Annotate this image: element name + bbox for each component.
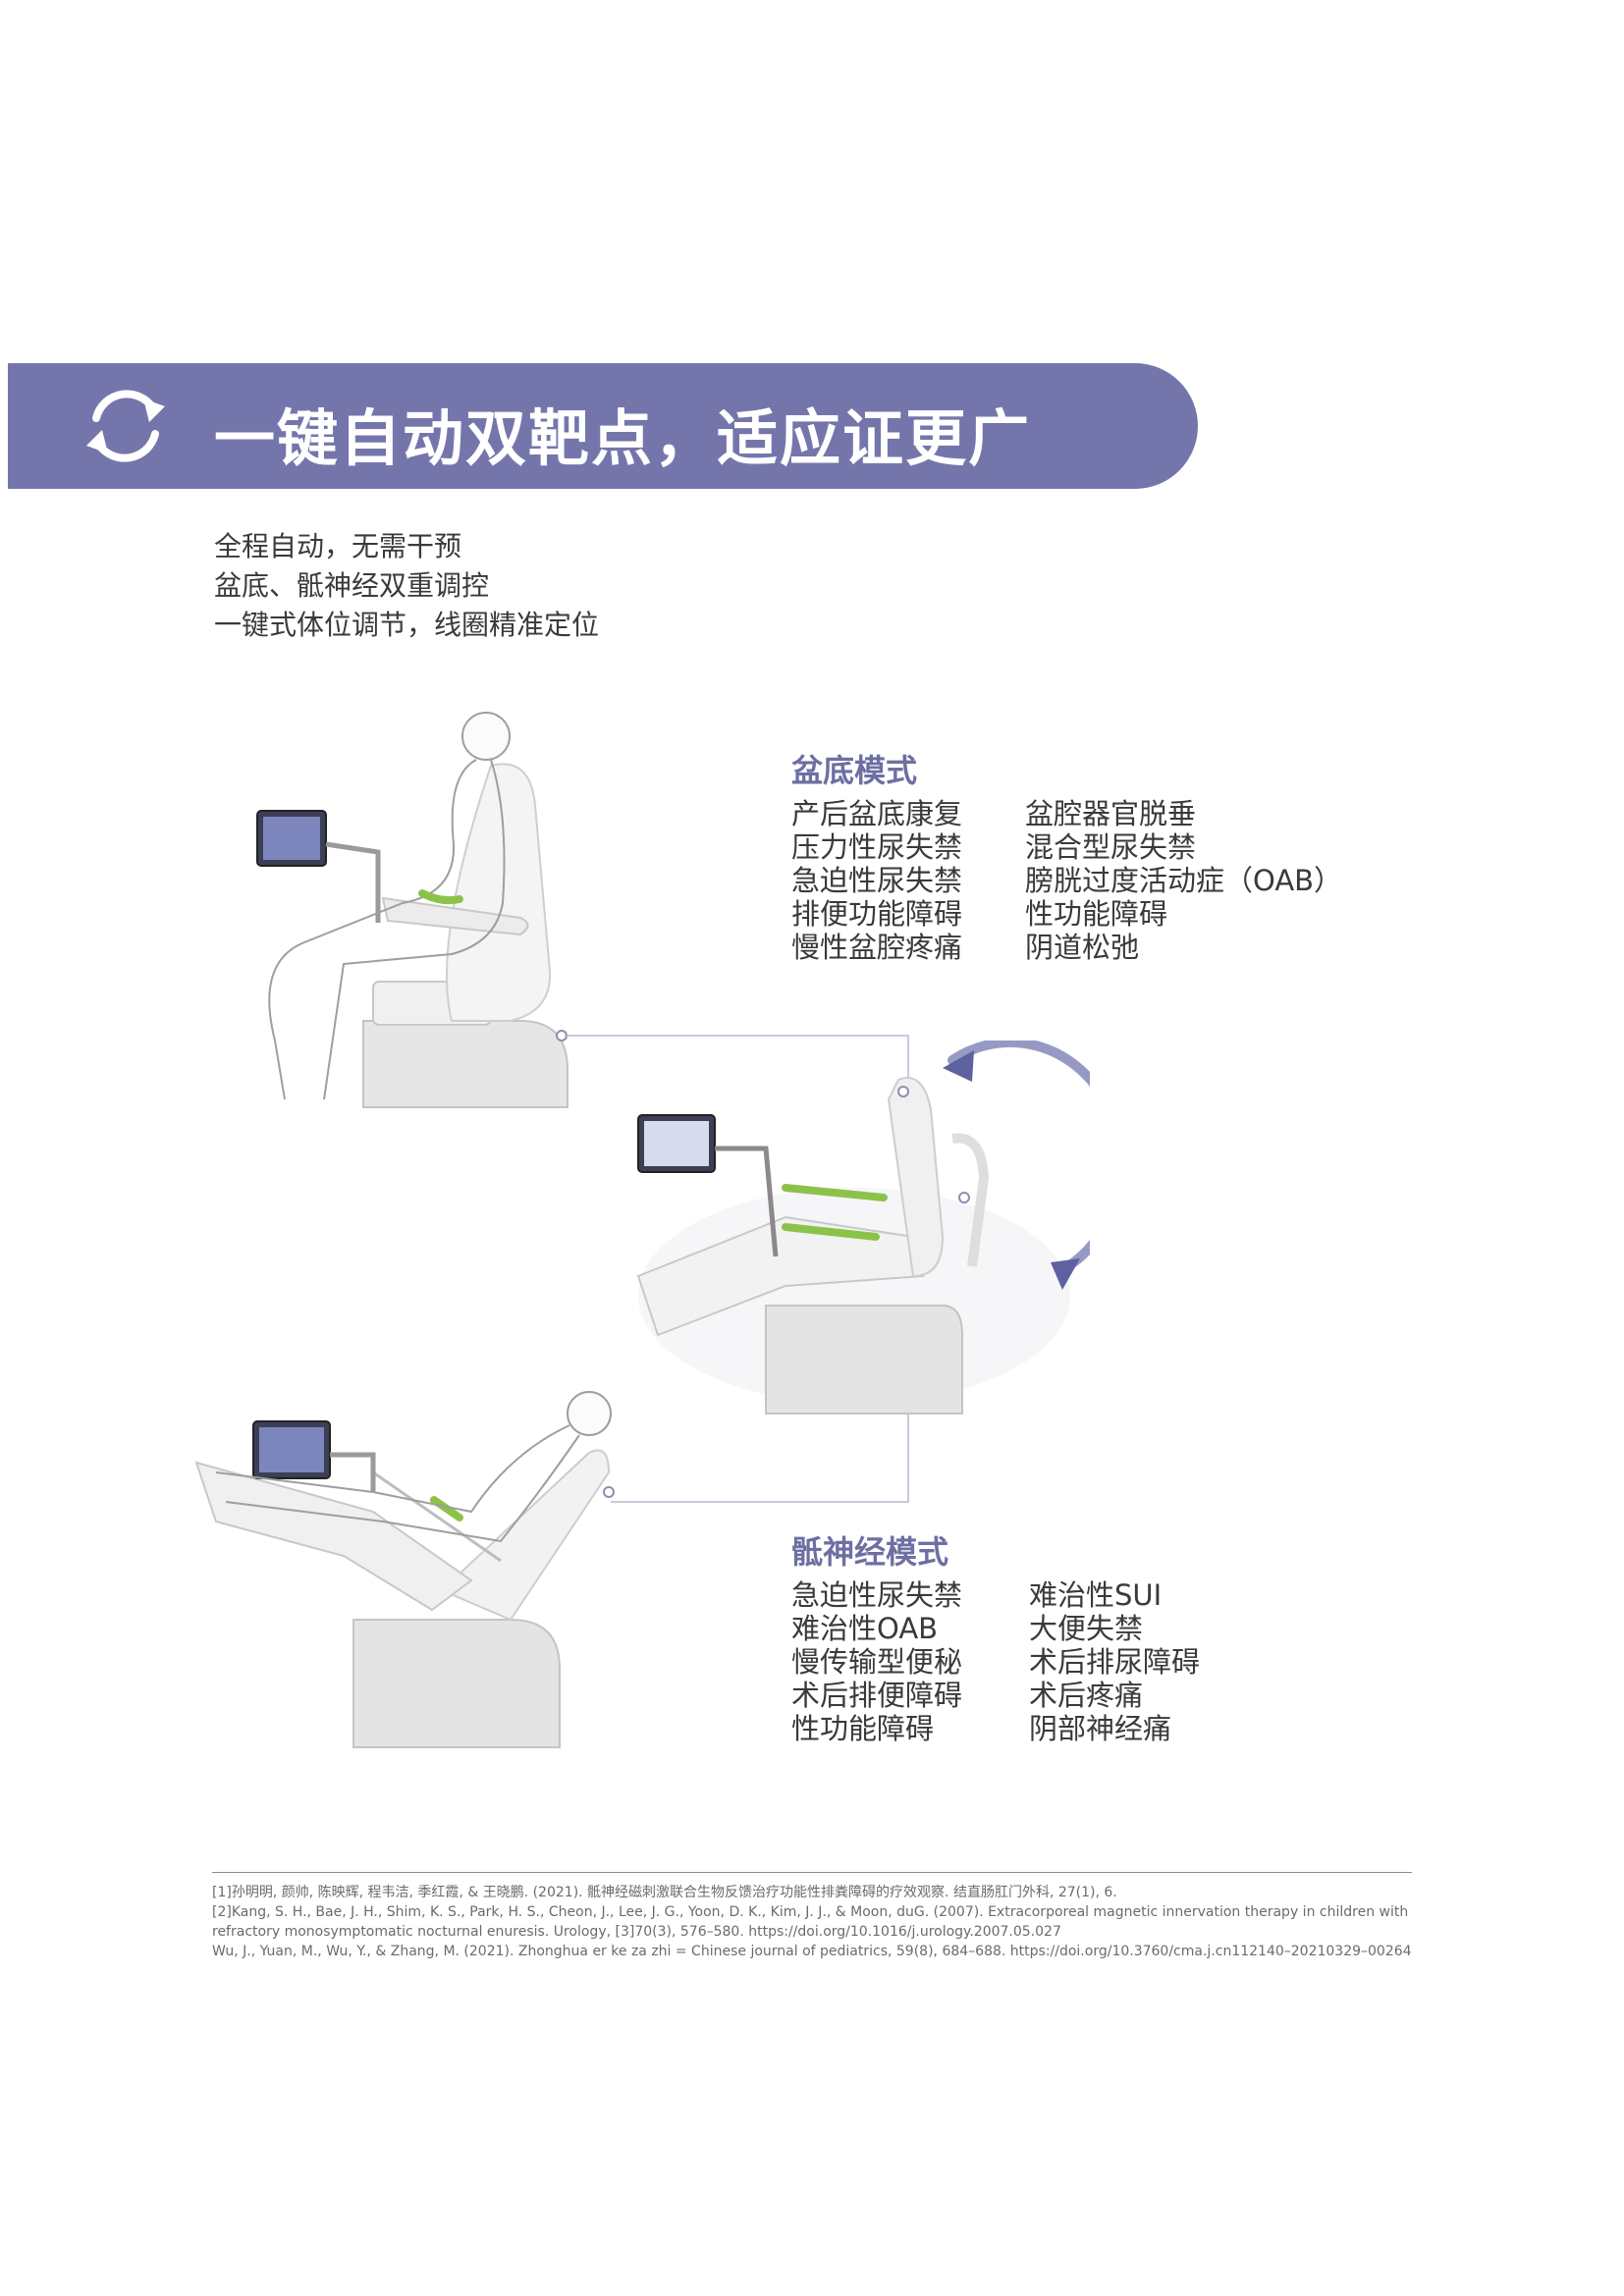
sacral-mode-col2: 难治性SUI 大便失禁 术后排尿障碍 术后疼痛 阴部神经痛	[1029, 1578, 1200, 1745]
pelvic-mode-title: 盆底模式	[791, 752, 918, 789]
feature-list: 全程自动，无需干预 盆底、骶神经双重调控 一键式体位调节，线圈精准定位	[214, 527, 599, 645]
references-divider	[212, 1872, 1412, 1873]
indication-item: 排便功能障碍	[791, 897, 963, 931]
indication-item: 产后盆底康复	[791, 797, 963, 830]
reference-item: [1]孙明明, 颜帅, 陈映辉, 程韦洁, 季红霞, & 王晓鹏. (2021)…	[212, 1885, 1117, 1900]
sacral-mode-chair-illustration	[194, 1391, 615, 1748]
pelvic-mode-chair-illustration	[256, 712, 568, 1108]
indication-item: 盆腔器官脱垂	[1025, 797, 1197, 830]
feature-item: 一键式体位调节，线圈精准定位	[214, 609, 600, 641]
section-banner: 一键自动双靶点，适应证更广	[8, 363, 1198, 489]
indication-item: 膀胱过度活动症（OAB）	[1025, 864, 1343, 897]
indication-item: 术后排便障碍	[791, 1679, 963, 1712]
indication-item: 混合型尿失禁	[1025, 830, 1197, 864]
reference-item: refractory monosymptomatic nocturnal enu…	[212, 1924, 1061, 1940]
indication-item: 性功能障碍	[1025, 897, 1168, 931]
indication-item: 阴道松弛	[1025, 931, 1140, 964]
indication-item: 慢传输型便秘	[791, 1645, 963, 1679]
indication-item: 急迫性尿失禁	[791, 1578, 963, 1612]
indication-item: 阴部神经痛	[1029, 1712, 1172, 1745]
indication-item: 慢性盆腔疼痛	[791, 931, 963, 964]
reference-item: Wu, J., Yuan, M., Wu, Y., & Zhang, M. (2…	[212, 1944, 1412, 1959]
pelvic-mode-col1: 产后盆底康复 压力性尿失禁 急迫性尿失禁 排便功能障碍 慢性盆腔疼痛	[791, 797, 962, 964]
pelvic-mode-col2: 盆腔器官脱垂 混合型尿失禁 膀胱过度活动症（OAB） 性功能障碍 阴道松弛	[1025, 797, 1342, 964]
feature-item: 全程自动，无需干预	[214, 530, 462, 562]
references: [1]孙明明, 颜帅, 陈映辉, 程韦洁, 季红霞, & 王晓鹏. (2021)…	[212, 1883, 1412, 1961]
feature-item: 盆底、骶神经双重调控	[214, 569, 490, 602]
page-title: 一键自动双靶点，适应证更广	[214, 402, 1032, 474]
indication-item: 术后排尿障碍	[1029, 1645, 1201, 1679]
reference-item: [2]Kang, S. H., Bae, J. H., Shim, K. S.,…	[212, 1904, 1409, 1920]
indication-item: 急迫性尿失禁	[791, 864, 963, 897]
indication-item: 压力性尿失禁	[791, 830, 963, 864]
indication-item: 难治性OAB	[791, 1612, 939, 1645]
sacral-mode-col1: 急迫性尿失禁 难治性OAB 慢传输型便秘 术后排便障碍 性功能障碍	[791, 1578, 962, 1745]
refresh-cycle-icon	[86, 390, 165, 462]
indication-item: 难治性SUI	[1029, 1578, 1163, 1612]
indication-item: 术后疼痛	[1029, 1679, 1144, 1712]
sacral-mode-title: 骶神经模式	[791, 1533, 949, 1571]
indication-item: 大便失禁	[1029, 1612, 1144, 1645]
indication-item: 性功能障碍	[791, 1712, 935, 1745]
rotating-chair-illustration	[636, 1041, 1090, 1415]
